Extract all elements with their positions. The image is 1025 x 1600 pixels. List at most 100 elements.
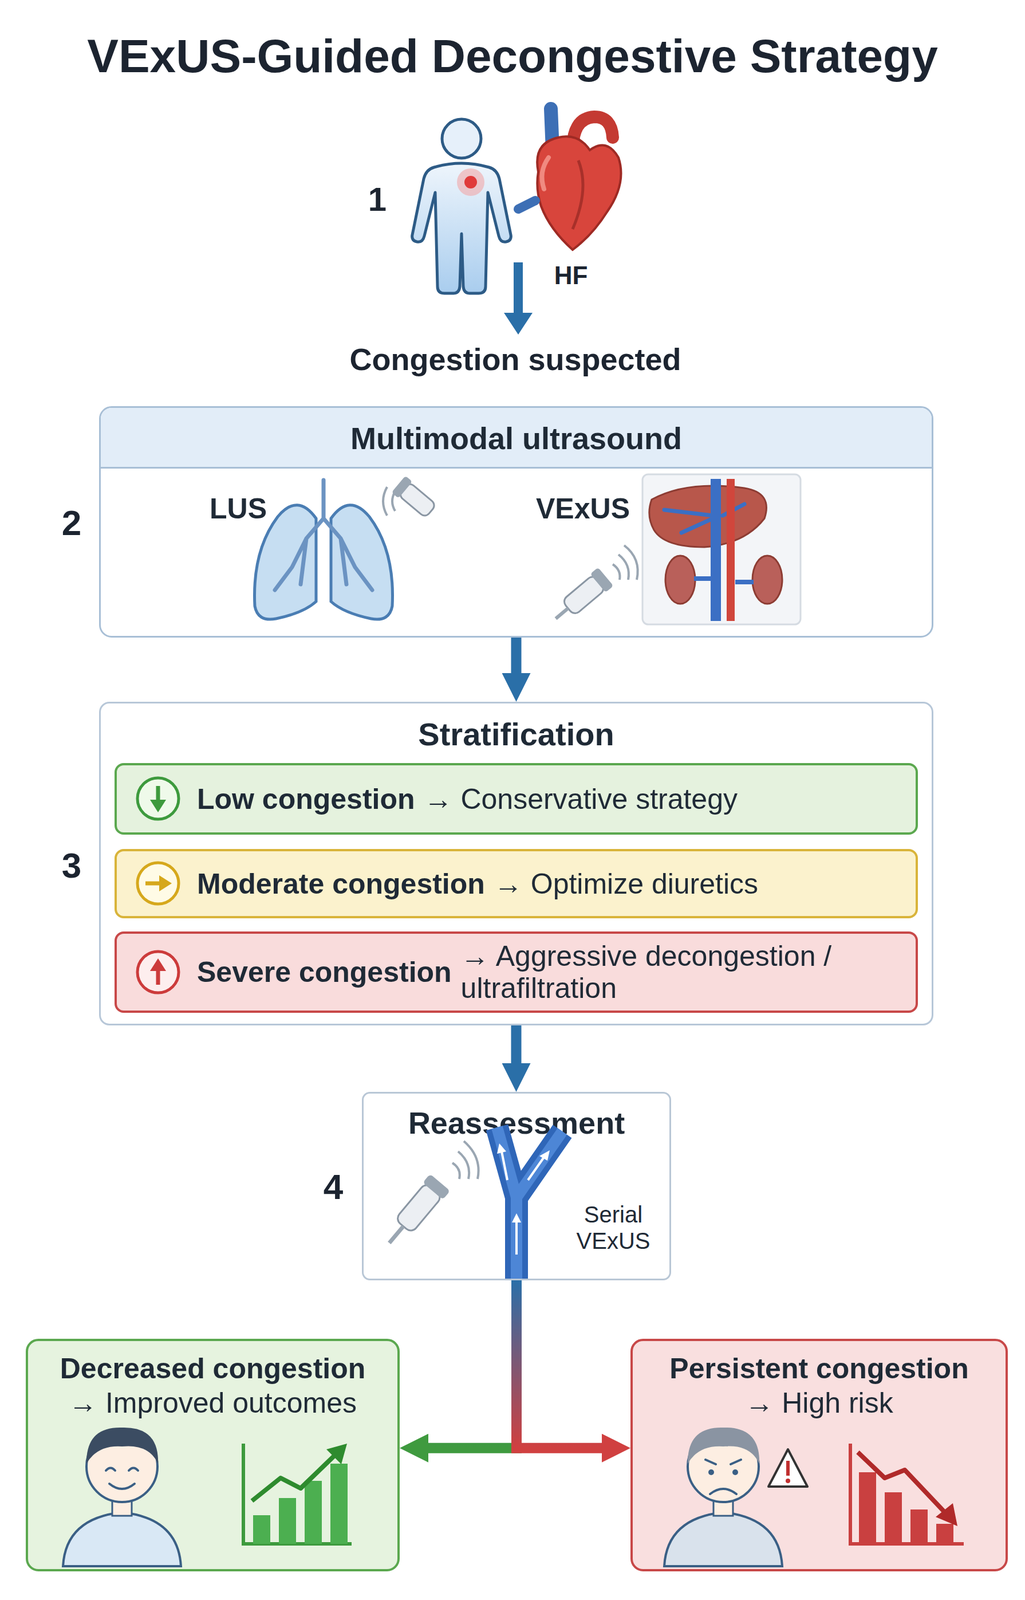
tier-box: Low congestion→ Conservative strategy: [114, 762, 918, 835]
heart-icon: [518, 108, 622, 250]
patient-head: [442, 119, 482, 159]
ultrasound-probe: [561, 574, 606, 616]
flow-arrow: [516, 1279, 602, 1448]
patient-face: [705, 1459, 741, 1494]
ultrasound-probe: [391, 475, 413, 498]
flow-arrow: [511, 1025, 522, 1063]
rising-chart: [243, 1443, 352, 1544]
flow-arrow: [503, 262, 533, 335]
panel-box: Multimodal ultrasoundLUSVExUS: [99, 405, 934, 638]
outcome-heading: Decreased congestion: [28, 1351, 398, 1386]
tier-name: Severe congestion: [196, 955, 452, 988]
hepatic-veins: [664, 503, 745, 533]
flow-marks: [501, 1150, 544, 1255]
diagram-title: VExUS-Guided Decongestive Strategy: [87, 29, 938, 84]
ultrasound-probe: [548, 566, 614, 628]
probe-cable: [556, 608, 569, 619]
patient-shoulders: [62, 1511, 181, 1566]
low-icon: [137, 777, 179, 819]
patient-hair: [687, 1426, 760, 1464]
chart-bar: [253, 1514, 271, 1544]
severe-icon: [137, 951, 179, 993]
kidney: [665, 555, 696, 604]
warning-sign: [768, 1448, 808, 1486]
bronchi: [274, 479, 373, 590]
ultrasound-probe: [379, 1173, 451, 1251]
patient-body: [412, 163, 512, 294]
ultrasound-probe: [397, 481, 437, 518]
chart-bar: [884, 1491, 902, 1544]
ultrasound-waves: [452, 1140, 479, 1179]
patient-hair: [86, 1426, 159, 1464]
aorta: [726, 478, 735, 621]
flow-marks: [539, 1149, 550, 1161]
ultrasound-probe: [590, 566, 614, 593]
flow-arrow: [513, 262, 523, 314]
vena-cava: [518, 200, 536, 210]
tier-box: Moderate congestion→ Optimize diuretics: [114, 848, 918, 918]
warning-sign: [785, 1477, 791, 1483]
chart-bar: [858, 1471, 877, 1544]
low-icon: [137, 777, 179, 819]
patient-face: [708, 1468, 715, 1475]
image-label: LUS: [186, 492, 290, 526]
low-icon: [150, 799, 167, 812]
image-label: Serial VExUS: [570, 1200, 657, 1254]
left-lung: [254, 505, 317, 620]
abdomen-illustration: [642, 474, 801, 625]
chart-axis: [850, 1443, 964, 1544]
outcome-box: Decreased congestion→ Improved outcomes: [25, 1338, 400, 1571]
moderate-icon: [137, 862, 179, 904]
chest-glow: [464, 175, 477, 189]
warning-sign: [786, 1460, 790, 1476]
chest-glow: [456, 168, 485, 196]
image-label: VExUS: [525, 492, 641, 526]
severe-icon: [156, 968, 161, 985]
low-icon: [156, 785, 161, 802]
patient-icon: [412, 119, 512, 294]
step-number: 3: [61, 844, 82, 886]
connector-group: [428, 637, 602, 1448]
outcome-box: Persistent congestion→ High risk: [630, 1338, 1008, 1571]
vena-cava: [710, 478, 721, 621]
moderate-icon: [137, 862, 179, 904]
vein: [497, 1126, 563, 1279]
moderate-icon: [145, 881, 162, 886]
vein: [497, 1126, 563, 1279]
patient-face: [105, 1467, 139, 1489]
tier-box: Severe congestion→ Aggressive decongesti…: [114, 931, 918, 1013]
panel-heading: Stratification: [100, 715, 932, 753]
patient-shoulders: [664, 1511, 783, 1566]
outcome-heading: Persistent congestion: [632, 1351, 1006, 1386]
warning-sign: [768, 1448, 808, 1486]
happy-patient: [62, 1426, 181, 1566]
outcome-result: → Improved outcomes: [28, 1386, 398, 1420]
tier-action: → Optimize diuretics: [494, 867, 902, 900]
severe-icon: [137, 951, 179, 993]
patient-neck: [112, 1494, 132, 1516]
heart-shape: [537, 136, 621, 250]
flow-marks: [511, 1212, 522, 1222]
patient-neck: [713, 1494, 733, 1516]
heart-groove: [572, 160, 583, 230]
moderate-icon: [159, 874, 172, 892]
ultrasound-probe: [391, 475, 439, 520]
right-lung: [330, 505, 393, 620]
tier-action: → Aggressive decongestion / ultrafiltrat…: [460, 939, 902, 1004]
heart-highlight: [541, 157, 549, 189]
aorta-arch: [572, 116, 613, 154]
probe-cable: [389, 1225, 404, 1243]
chart-bar: [278, 1497, 297, 1544]
step-number: 4: [323, 1165, 344, 1207]
trend-arrow: [935, 1502, 958, 1526]
tier-name: Moderate congestion: [196, 867, 486, 900]
renal-veins: [694, 578, 754, 582]
icon-label: HF: [554, 261, 589, 290]
trend-arrow: [326, 1443, 348, 1464]
ultrasound-waves: [612, 545, 638, 580]
step-number: 2: [61, 502, 82, 543]
outcome-result: → High risk: [632, 1386, 1006, 1420]
chart-bar: [936, 1523, 954, 1544]
chart-bar: [330, 1463, 348, 1544]
